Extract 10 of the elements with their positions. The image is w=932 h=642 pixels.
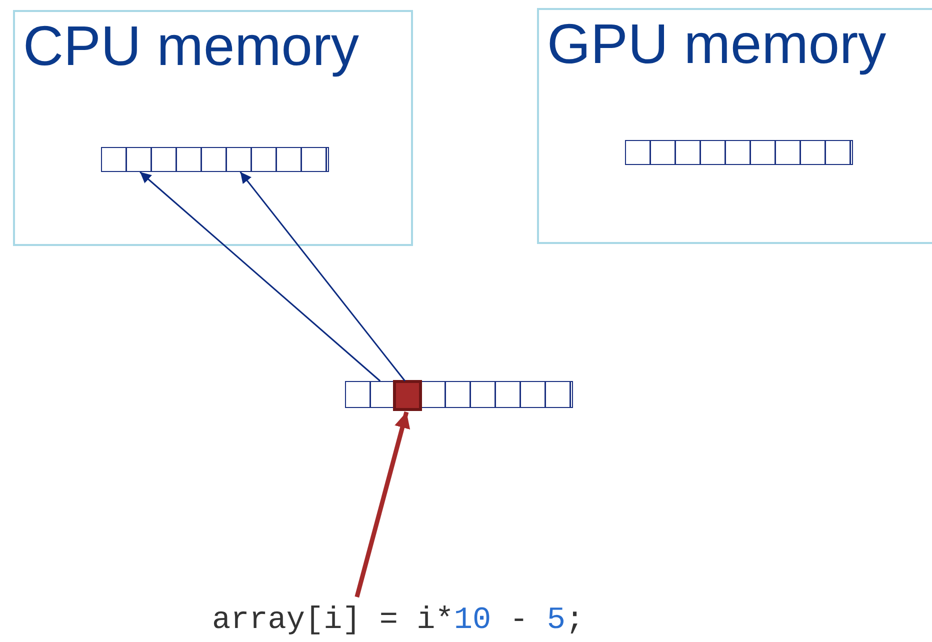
memory-array bbox=[625, 140, 853, 165]
arrow bbox=[240, 172, 406, 382]
arrow bbox=[354, 411, 410, 598]
memory-panel bbox=[537, 8, 932, 244]
code-line: array[i] = i*10 - 5; bbox=[212, 603, 584, 638]
memory-array bbox=[345, 381, 573, 408]
arrow bbox=[140, 171, 381, 382]
memory-array bbox=[101, 147, 329, 172]
highlighted-cell bbox=[393, 380, 422, 411]
memory-panel bbox=[13, 10, 413, 246]
